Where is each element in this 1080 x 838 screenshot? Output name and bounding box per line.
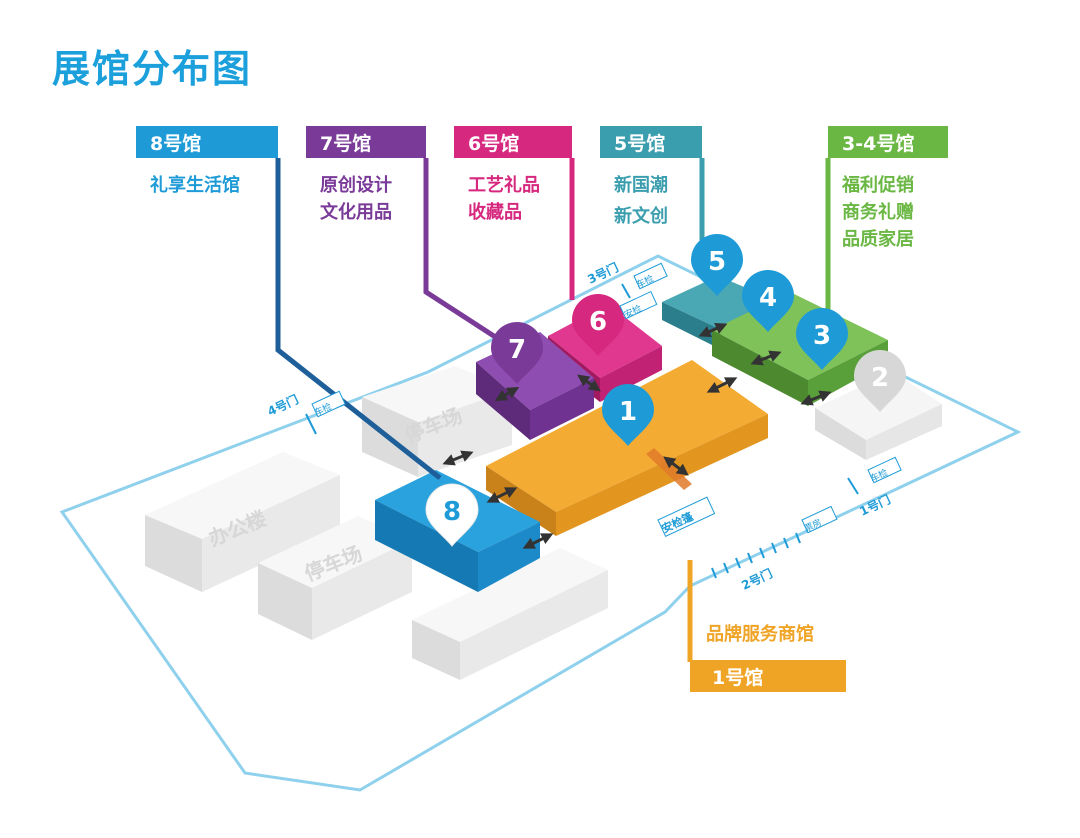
callout-hall5-line2: 新文创 xyxy=(614,205,668,227)
building-front xyxy=(412,548,608,680)
callout-hall34-line2: 商务礼赠 xyxy=(842,201,914,223)
callout-hall6-title: 6号馆 xyxy=(468,132,519,155)
leader-hall7 xyxy=(423,158,502,343)
gate-4-label: 4号门 xyxy=(265,391,301,418)
callout-hall7-line1: 原创设计 xyxy=(320,174,392,196)
page-title: 展馆分布图 xyxy=(52,47,253,91)
callout-hall7: 7号馆 原创设计 文化用品 xyxy=(306,126,426,223)
pin-hall8-label: 8 xyxy=(443,497,461,527)
leader-hall8 xyxy=(275,158,442,480)
security-tent: 安检篷 xyxy=(657,496,716,537)
callout-hall6: 6号馆 工艺礼品 收藏品 xyxy=(454,126,572,223)
parking-lot-front: 停车场 xyxy=(258,516,412,640)
pin-hall6: 6 xyxy=(572,294,624,356)
callout-hall5-line1: 新国潮 xyxy=(614,174,668,196)
gate-2-label: 2号门 xyxy=(739,565,775,592)
pin-hall3-label: 3 xyxy=(813,321,831,351)
callout-hall8-title: 8号馆 xyxy=(150,132,201,155)
pin-hall4-label: 4 xyxy=(759,283,777,313)
callout-hall34-line3: 品质家居 xyxy=(842,228,914,250)
callout-hall6-line1: 工艺礼品 xyxy=(468,174,540,196)
parking-lot-back: 停车场 xyxy=(362,366,512,477)
gate-4: 4号门 车检 xyxy=(265,390,346,435)
connector-arrows xyxy=(442,322,832,549)
callout-hall1-title: 1号馆 xyxy=(712,666,763,689)
pin-hall5-label: 5 xyxy=(708,247,726,277)
gate-3: 3号门 车检 安检 xyxy=(585,259,668,321)
pin-hall4: 4 xyxy=(742,270,794,332)
callout-hall34-line1: 福利促销 xyxy=(841,174,914,196)
pin-hall6-label: 6 xyxy=(589,307,607,337)
callout-hall7-title: 7号馆 xyxy=(320,132,371,155)
leader-lines xyxy=(275,158,831,662)
callout-hall5: 5号馆 新国潮 新文创 xyxy=(600,126,702,227)
pin-hall2-label: 2 xyxy=(871,363,889,393)
callout-hall7-line2: 文化用品 xyxy=(320,201,392,223)
callout-hall1: 品牌服务商馆 1号馆 xyxy=(690,623,846,692)
pin-hall8: 8 xyxy=(425,483,479,547)
pin-hall3: 3 xyxy=(796,308,848,370)
pin-hall7-label: 7 xyxy=(508,335,526,365)
callout-hall34-title: 3-4号馆 xyxy=(842,132,914,155)
callout-hall34: 3-4号馆 福利促销 商务礼赠 品质家居 xyxy=(828,126,948,250)
callout-hall5-title: 5号馆 xyxy=(614,132,665,155)
hall-5-block xyxy=(662,276,780,350)
office-building: 办公楼 xyxy=(145,452,340,592)
callout-hall8: 8号馆 礼享生活馆 xyxy=(136,126,278,196)
pin-hall1: 1 xyxy=(602,384,654,446)
gate-2: 票房 2号门 xyxy=(711,505,838,593)
callout-hall1-line1: 品牌服务商馆 xyxy=(706,623,814,645)
pin-hall1-label: 1 xyxy=(619,397,637,427)
callout-hall6-line2: 收藏品 xyxy=(468,201,522,223)
pin-hall7: 7 xyxy=(491,322,543,384)
pin-hall5: 5 xyxy=(691,234,743,296)
callout-hall8-line1: 礼享生活馆 xyxy=(150,174,240,196)
gate-1-label: 1号门 xyxy=(857,491,893,518)
pin-hall2: 2 xyxy=(854,350,906,412)
